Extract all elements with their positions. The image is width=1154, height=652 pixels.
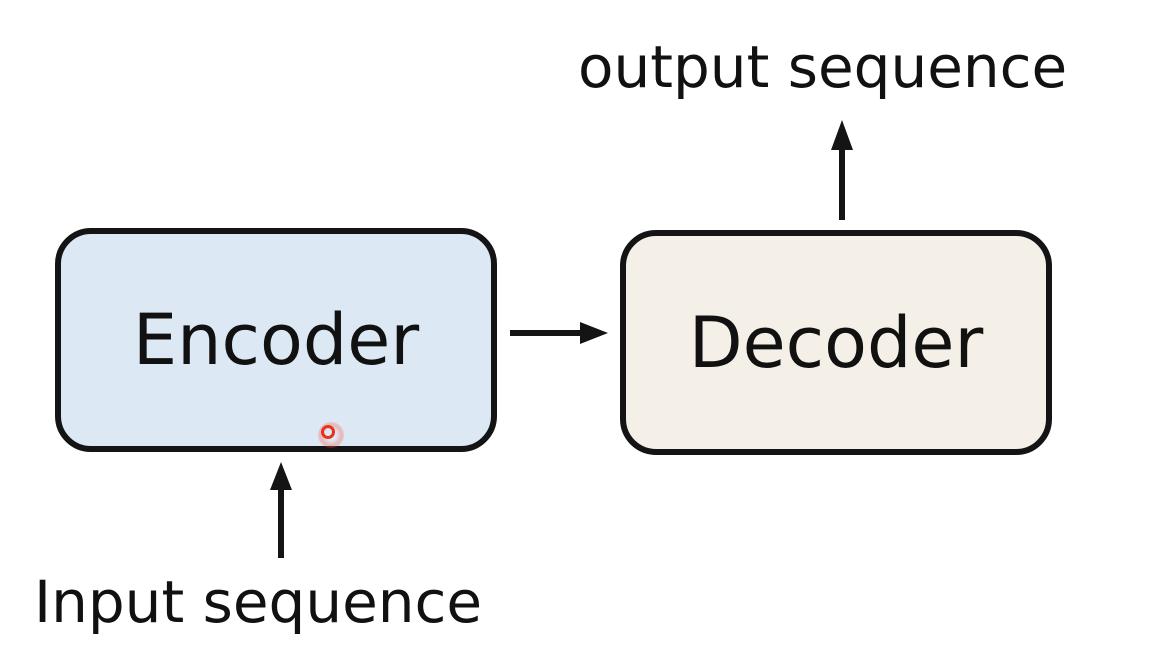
encoder-label: Encoder bbox=[132, 299, 420, 381]
encoder-box: Encoder bbox=[55, 228, 497, 452]
output-sequence-label: output sequence bbox=[578, 33, 1068, 101]
pointer-cursor-icon bbox=[321, 425, 335, 439]
decoder-label: Decoder bbox=[688, 301, 984, 384]
output-arrow bbox=[831, 120, 853, 220]
input-arrow bbox=[270, 462, 292, 558]
input-sequence-label: Input sequence bbox=[34, 568, 483, 636]
encoder-to-decoder-arrow bbox=[510, 322, 608, 344]
decoder-box: Decoder bbox=[620, 230, 1052, 455]
